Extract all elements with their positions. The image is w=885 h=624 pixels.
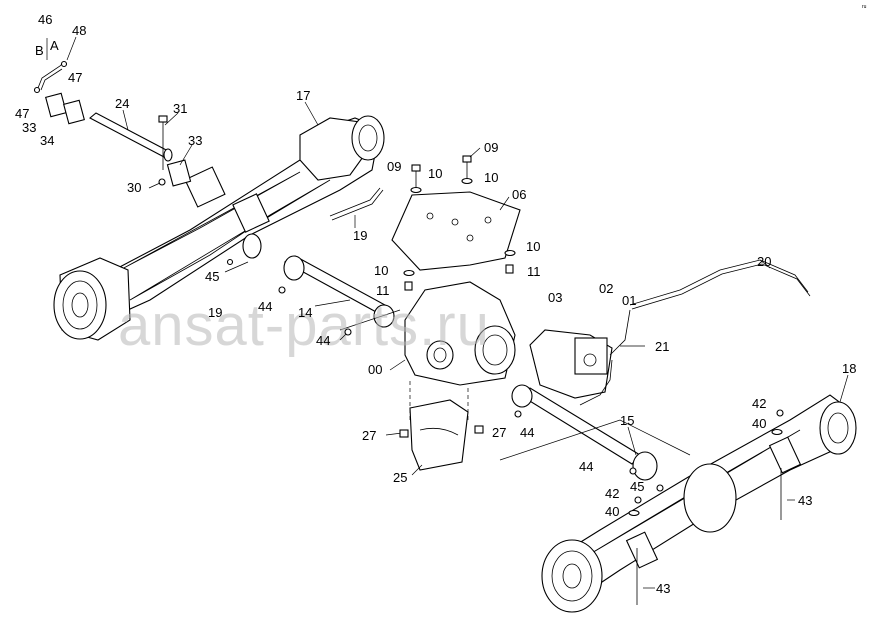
label-10-c: 10 [526, 239, 540, 254]
label-43-right: 43 [798, 493, 812, 508]
label-01: 01 [622, 293, 636, 308]
front-axle-assembly [53, 115, 385, 341]
label-10-a: 10 [428, 166, 442, 181]
label-03: 03 [548, 290, 562, 305]
label-44-a: 44 [258, 299, 272, 314]
label-27-left: 27 [362, 428, 376, 443]
hydraulic-motor-03 [529, 329, 613, 399]
label-31: 31 [173, 101, 187, 116]
label-06: 06 [512, 187, 526, 202]
label-33-right: 33 [188, 133, 202, 148]
drive-shaft-14 [283, 255, 395, 328]
label-46: 46 [38, 12, 52, 27]
label-09-right: 09 [484, 140, 498, 155]
label-02: 02 [599, 281, 613, 296]
bolt-31 [158, 115, 168, 186]
label-43-lower: 43 [656, 581, 670, 596]
label-25: 25 [393, 470, 407, 485]
label-42-lower: 42 [605, 486, 619, 501]
small-fasteners [226, 258, 784, 517]
corner-mark: ru [862, 4, 867, 10]
label-11-left: 11 [376, 283, 390, 298]
label-09-left: 09 [387, 159, 401, 174]
label-47-left: 47 [15, 106, 29, 121]
label-27-right: 27 [492, 425, 506, 440]
label-34: 34 [40, 133, 54, 148]
label-15: 15 [620, 413, 634, 428]
label-40-lower: 40 [605, 504, 619, 519]
label-42-upper: 42 [752, 396, 766, 411]
label-10-b: 10 [484, 170, 498, 185]
label-A: A [50, 38, 59, 53]
hose-19-upper [329, 187, 384, 221]
rear-axle-assembly [541, 394, 857, 613]
label-B: B [35, 43, 44, 58]
label-14: 14 [298, 305, 312, 320]
hydraulic-line-20 [579, 259, 811, 406]
label-21: 21 [655, 339, 669, 354]
mounting-plate-06 [391, 191, 521, 271]
watermark-text: ansat-parts.ru [118, 293, 490, 358]
callout-labels: 46 B A 48 47 47 33 34 24 31 33 30 17 09 … [15, 12, 856, 596]
label-45-lower: 45 [630, 479, 644, 494]
label-33-left: 33 [22, 120, 36, 135]
label-40-upper: 40 [752, 416, 766, 431]
label-45-upper: 45 [205, 269, 219, 284]
label-44-b: 44 [316, 333, 330, 348]
label-24: 24 [115, 96, 129, 111]
transfer-case-00 [404, 281, 516, 386]
drive-shaft-15 [511, 384, 658, 481]
label-47-right: 47 [68, 70, 82, 85]
shaft-24 [89, 112, 173, 162]
label-17: 17 [296, 88, 310, 103]
label-30: 30 [127, 180, 141, 195]
label-10-d: 10 [374, 263, 388, 278]
gasket-33-34 [45, 92, 192, 187]
reference-lines [339, 309, 691, 461]
guard-25 [409, 399, 469, 471]
label-44-d: 44 [579, 459, 593, 474]
label-20: 20 [757, 254, 771, 269]
label-18: 18 [842, 361, 856, 376]
label-44-c: 44 [520, 425, 534, 440]
label-19-lower: 19 [208, 305, 222, 320]
label-11-right: 11 [527, 264, 541, 279]
label-19-upper: 19 [353, 228, 367, 243]
label-48: 48 [72, 23, 86, 38]
fasteners-center [403, 155, 516, 291]
label-00: 00 [368, 362, 382, 377]
hose-46-47-48 [33, 60, 68, 94]
